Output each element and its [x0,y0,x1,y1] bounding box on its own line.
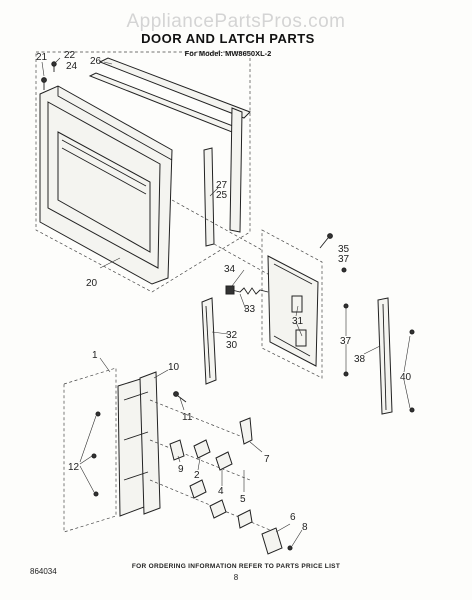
bracket-ribs [123,391,149,481]
screw-37b-icon [343,303,349,309]
callout-7: 7 [264,454,270,465]
latch-spring [231,287,269,295]
callout-20: 20 [86,278,98,289]
screw-11-shank [177,395,187,403]
screw-11-icon [173,391,179,397]
screw-12a-icon [95,411,101,417]
document-code: 864034 [30,567,57,576]
callout-6: 6 [290,512,296,523]
leader-10 [153,369,169,379]
interlock-lever [239,417,253,445]
switch-2 [193,439,211,459]
callout-4: 4 [218,486,224,497]
door-window [57,131,151,253]
door-choke-seal [229,107,243,233]
callout-2: 2 [194,470,200,481]
latch-bar [377,297,393,415]
latch-bar-edge [382,303,387,411]
door-handle-groove [205,305,211,379]
callout-10: 10 [168,362,180,373]
leader-9 [177,455,181,463]
callout-5: 5 [240,494,246,505]
callout-8: 8 [302,522,308,533]
callout-22: 22 [64,50,76,61]
leader-7 [249,441,263,453]
door-group-outline [35,51,251,293]
leader-40 [403,335,411,409]
screw-37a-icon [341,267,347,273]
callout-30: 30 [226,340,238,351]
callout-37-top: 37 [338,254,350,265]
watermark-text: AppliancePartsPros.com [126,11,345,32]
leader-12 [79,415,97,493]
switch-5-lower [209,499,227,519]
callout-25: 25 [216,190,228,201]
leader-27 [209,187,219,197]
leader-20 [99,257,121,269]
leader-22 [55,57,61,63]
callout-12: 12 [68,462,80,473]
leader-34 [231,269,245,287]
callout-26: 26 [90,56,102,67]
callout-33: 33 [244,304,256,315]
callout-1: 1 [92,350,98,361]
leader-switches [197,457,245,492]
screw-37c-icon [343,371,349,377]
leader-11 [179,397,185,411]
leader-26 [103,61,113,65]
latch-cam [261,527,283,555]
callout-27: 27 [216,180,228,191]
leader-31 [295,305,303,337]
screw-22-icon [51,61,57,67]
callout-24: 24 [66,61,78,72]
door-top-edge [57,86,173,161]
leader-33 [239,293,247,311]
screw-12c-icon [93,491,99,497]
screw-40b-icon [409,407,415,413]
interlock-group-outline [63,367,117,533]
latch-hook [225,285,235,295]
screw-35-shank [319,237,329,249]
callout-34: 34 [224,264,236,275]
door-side-seal [203,147,215,247]
actuator-block [237,509,253,529]
latch-slot-lower [295,329,307,347]
switch-5-upper [189,479,207,499]
callout-21: 21 [36,52,48,63]
leader-1 [99,357,111,373]
leader-38 [363,345,381,355]
callout-9: 9 [178,464,184,475]
screw-40a-icon [409,329,415,335]
callout-11: 11 [182,412,193,423]
leader-21 [41,61,45,77]
door-handle-bar [201,297,217,385]
latch-group-outline [261,229,323,379]
interlock-bracket-side [139,371,161,515]
diagram-title: DOOR AND LATCH PARTS [141,31,315,46]
screw-8-icon [287,545,293,551]
callout-40: 40 [400,372,412,383]
callout-37-mid: 37 [340,336,352,347]
switch-4 [215,451,233,471]
screw-12b-icon [91,453,97,459]
projection-line-a [171,199,263,251]
leader-32 [211,331,229,335]
latch-plate-ribs [273,263,313,357]
leader-6-8 [275,523,303,547]
window-reflection [61,139,147,195]
callout-31: 31 [292,316,304,327]
callout-32: 32 [226,330,238,341]
callout-38: 38 [354,354,366,365]
door-gasket-top [98,57,251,119]
screw-35-icon [327,233,333,239]
switch-9 [169,439,185,461]
model-subtitle: For Model: MW8650XL-2 [185,49,272,58]
callout-35: 35 [338,244,350,255]
page-number: 8 [234,573,239,582]
screw-21-icon [41,77,47,83]
bracket-projection-lines [149,399,271,531]
ordering-note: FOR ORDERING INFORMATION REFER TO PARTS … [132,563,340,570]
